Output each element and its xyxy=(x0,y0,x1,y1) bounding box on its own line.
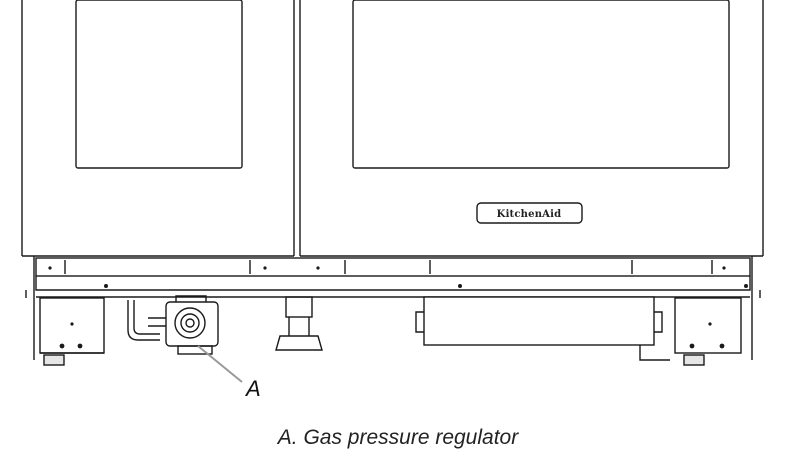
figure-caption: A. Gas pressure regulator xyxy=(277,426,519,449)
gas-pressure-regulator xyxy=(165,295,219,355)
kitchenaid-logo-text: KitchenAid xyxy=(497,209,562,220)
left-door-window xyxy=(75,0,243,169)
storage-drawer xyxy=(415,296,670,361)
brand-badge xyxy=(476,202,583,224)
left-leveling-leg xyxy=(39,297,105,366)
callout-leader-line xyxy=(197,345,243,383)
right-door-window xyxy=(352,0,730,169)
left-oven-door xyxy=(21,0,295,257)
right-oven-door xyxy=(299,0,764,257)
fastener-dots xyxy=(48,266,748,349)
center-pedestal xyxy=(275,296,323,351)
gas-supply-pipe xyxy=(127,300,170,341)
right-leveling-leg xyxy=(674,297,742,366)
callout-label-a: A xyxy=(246,376,261,401)
